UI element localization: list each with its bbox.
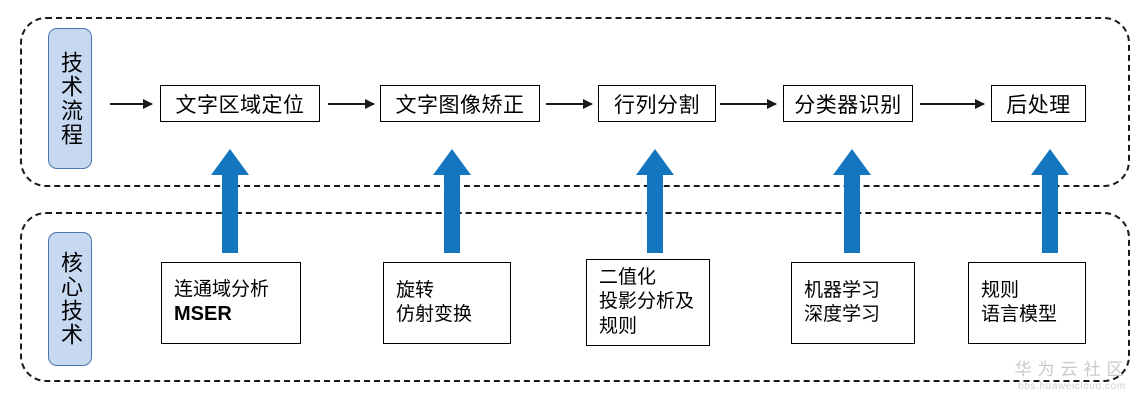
core-tech-line: 旋转 xyxy=(396,279,435,301)
flow-step-label-3: 行列分割 xyxy=(614,92,700,117)
block-arrow-up-3 xyxy=(636,149,674,253)
connector-step-3-to-4 xyxy=(720,99,777,109)
core-tech-box-1[interactable]: 连通域分析 MSER xyxy=(161,262,301,344)
watermark-url: bbs.huaweicloud.com xyxy=(1018,381,1126,392)
core-tech-line: 机器学习 xyxy=(804,279,881,301)
core-tech-box-5[interactable]: 规则 语言模型 xyxy=(968,262,1086,344)
lane-container-flow xyxy=(20,17,1130,187)
lane-label-core-text: 核心技术 xyxy=(57,251,83,347)
core-tech-line: 二值化 xyxy=(599,267,657,289)
block-arrow-up-icon xyxy=(833,149,871,253)
lane-label-core: 核心技术 xyxy=(48,232,92,366)
core-tech-box-2[interactable]: 旋转 仿射变换 xyxy=(383,262,511,344)
block-arrow-up-1 xyxy=(211,149,249,253)
block-arrow-up-icon xyxy=(211,149,249,253)
connector-label-to-step-1 xyxy=(110,99,153,109)
core-tech-line: MSER xyxy=(174,303,232,326)
lane-label-flow: 技术流程 xyxy=(48,28,92,169)
flow-step-box-5[interactable]: 后处理 xyxy=(991,85,1086,122)
lane-label-flow-text: 技术流程 xyxy=(57,50,83,147)
flow-step-label-5: 后处理 xyxy=(1006,92,1071,117)
connector-step-2-to-3 xyxy=(546,99,593,109)
core-tech-line: 投影分析及 xyxy=(599,291,695,313)
core-tech-line: 仿射变换 xyxy=(396,304,473,325)
flow-step-label-2: 文字图像矫正 xyxy=(395,92,525,117)
lane-container-core xyxy=(20,212,1130,382)
core-tech-line: 规则 xyxy=(599,315,638,337)
block-arrow-up-5 xyxy=(1031,149,1069,253)
core-tech-box-4[interactable]: 机器学习 深度学习 xyxy=(791,262,915,344)
connector-step-1-to-2 xyxy=(328,99,375,109)
block-arrow-up-icon xyxy=(636,149,674,253)
block-arrow-up-icon xyxy=(1031,149,1069,253)
connector-step-4-to-5 xyxy=(920,99,985,109)
flow-step-box-2[interactable]: 文字图像矫正 xyxy=(380,85,540,122)
block-arrow-up-4 xyxy=(833,149,871,253)
flow-step-box-3[interactable]: 行列分割 xyxy=(598,85,716,122)
block-arrow-up-2 xyxy=(433,149,471,253)
core-tech-line: 连通域分析 xyxy=(174,279,270,301)
flow-step-box-1[interactable]: 文字区域定位 xyxy=(160,85,320,122)
core-tech-line: 规则 xyxy=(981,279,1020,301)
core-tech-line: 深度学习 xyxy=(804,304,881,325)
flow-step-label-1: 文字区域定位 xyxy=(175,92,305,117)
flow-step-box-4[interactable]: 分类器识别 xyxy=(783,85,913,122)
block-arrow-up-icon xyxy=(433,149,471,253)
core-tech-box-3[interactable]: 二值化 投影分析及 规则 xyxy=(586,259,710,346)
core-tech-line: 语言模型 xyxy=(981,304,1058,325)
flow-step-label-4: 分类器识别 xyxy=(794,92,902,117)
